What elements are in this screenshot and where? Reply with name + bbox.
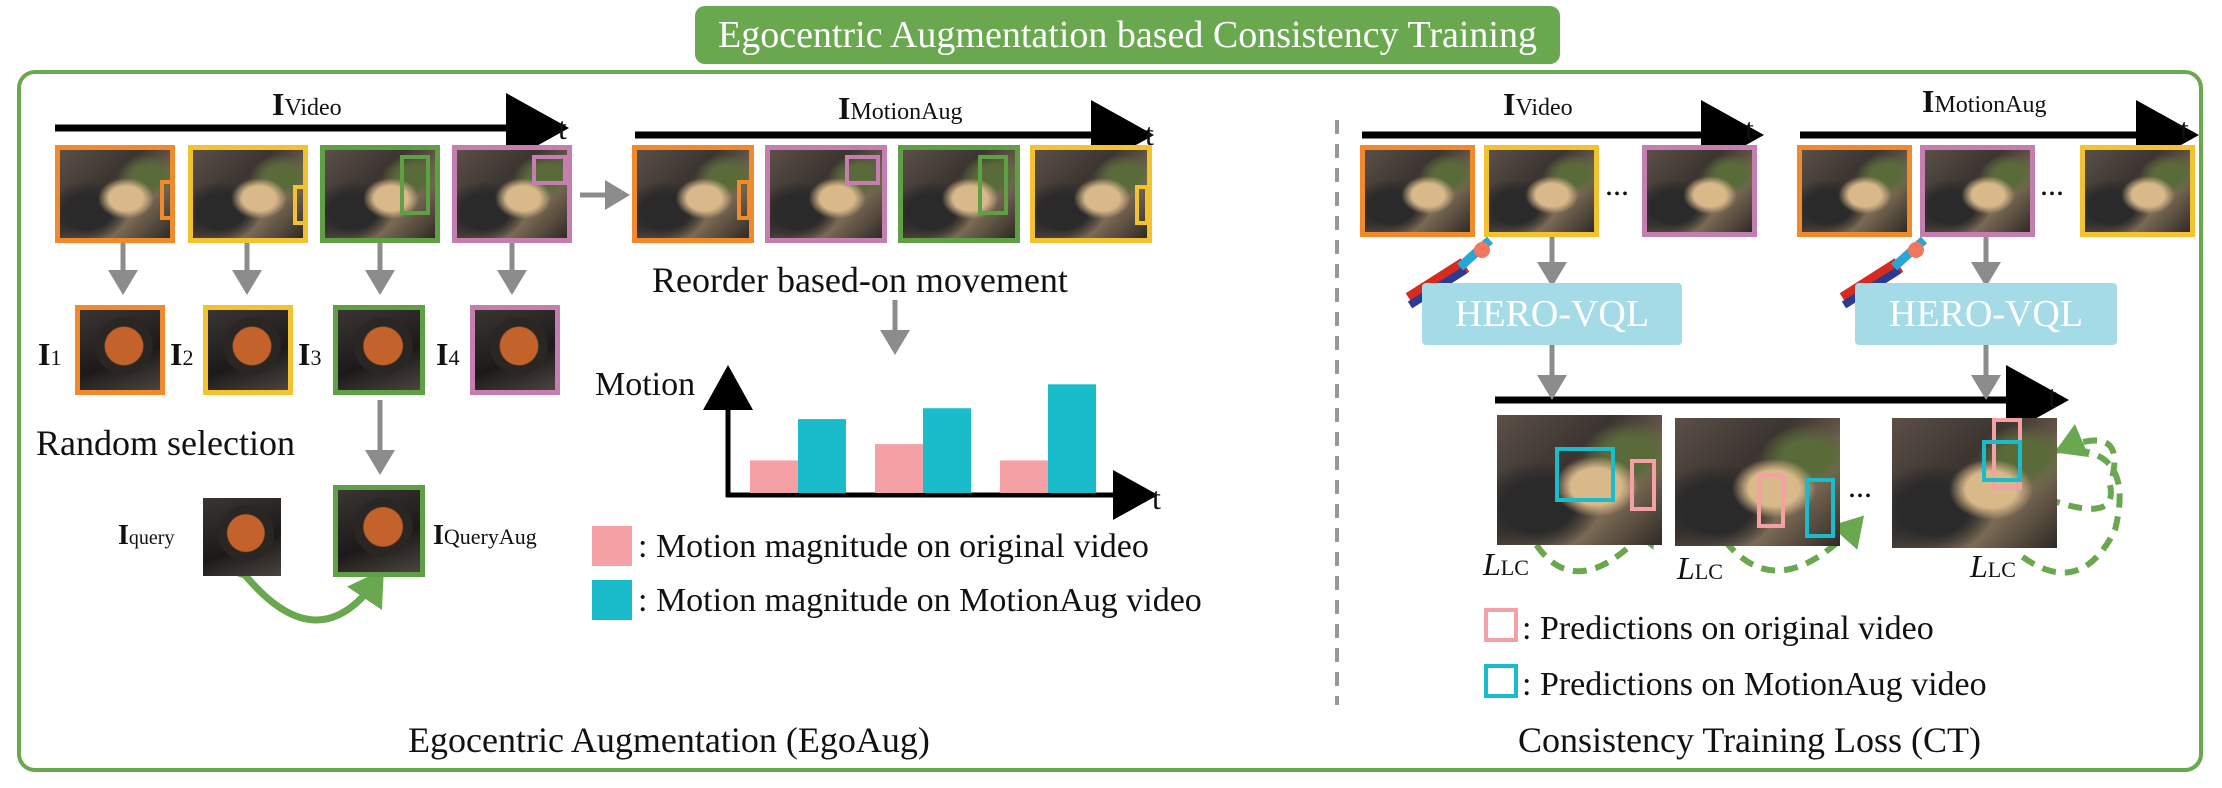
query-label: Iquery xyxy=(118,520,175,551)
ellipsis: ... xyxy=(1848,468,1872,504)
loss-label-1: LLC xyxy=(1483,546,1529,582)
t-label: t xyxy=(558,110,567,146)
chart-ylabel: Motion xyxy=(595,366,696,403)
robot-arm-icon xyxy=(1405,236,1494,309)
motionaug-label: IMotionAug xyxy=(838,90,963,126)
queryaug-image xyxy=(333,485,425,577)
reorder-text: Reorder based-on movement xyxy=(652,260,1068,300)
right-motionaug-label: IMotionAug xyxy=(1922,83,2047,119)
ellipsis: ... xyxy=(1605,166,1629,202)
random-selection-text: Random selection xyxy=(36,423,295,463)
t-label: t xyxy=(2048,378,2057,414)
t-label: t xyxy=(1145,116,1154,152)
legend-pred-motionaug-text: : Predictions on MotionAug video xyxy=(1522,666,1987,703)
motionaug-frame-2 xyxy=(765,145,887,243)
right-motionaug-frame-3 xyxy=(2080,145,2195,237)
legend-motionaug-text: : Motion magnitude on MotionAug video xyxy=(638,582,1202,619)
bar-original-1 xyxy=(750,460,798,493)
legend-pred-original-text: : Predictions on original video xyxy=(1522,610,1934,647)
crop-4 xyxy=(470,305,560,395)
ct-caption: Consistency Training Loss (CT) xyxy=(1518,720,1982,760)
ellipsis: ... xyxy=(2040,166,2064,202)
crop-2 xyxy=(203,305,293,395)
title-banner: Egocentric Augmentation based Consistenc… xyxy=(695,6,1560,64)
legend-pred-motionaug-swatch xyxy=(1484,664,1518,698)
prediction-frame-3 xyxy=(1892,418,2057,548)
crop-label-2: I2 xyxy=(170,336,194,372)
hero-vql-module-2: HERO-VQL xyxy=(1855,283,2117,345)
video-label: IVideo xyxy=(272,86,342,122)
chart-bars xyxy=(750,384,1096,493)
motionaug-frame-3 xyxy=(898,145,1020,243)
bar-original-3 xyxy=(1000,460,1048,493)
video-frame-1 xyxy=(55,145,175,243)
query-consistency-arrow xyxy=(210,540,384,624)
diagram-title: Egocentric Augmentation based Consistenc… xyxy=(717,14,1537,56)
video-frame-2 xyxy=(188,145,308,243)
legend-motionaug-swatch xyxy=(592,580,632,620)
bar-original-2 xyxy=(875,444,923,493)
bar-motionaug-1 xyxy=(798,419,846,493)
crop-1 xyxy=(75,305,165,395)
legend-pred-original-swatch xyxy=(1484,608,1518,642)
prediction-frame-2 xyxy=(1675,418,1840,546)
right-video-frame-1 xyxy=(1360,145,1475,237)
right-video-frame-2 xyxy=(1484,145,1599,237)
right-video-label: IVideo xyxy=(1503,86,1573,122)
motionaug-frame-4 xyxy=(1030,145,1152,243)
crop-label-3: I3 xyxy=(298,336,322,372)
queryaug-label: IQueryAug xyxy=(433,520,537,551)
loss-loop-3b xyxy=(2018,447,2123,576)
t-label: t xyxy=(2180,111,2189,147)
bar-motionaug-2 xyxy=(923,408,971,493)
t-label: t xyxy=(1745,111,1754,147)
crop-3 xyxy=(333,305,425,395)
bar-motionaug-3 xyxy=(1048,384,1096,493)
crop-label-1: I1 xyxy=(38,336,62,372)
prediction-frame-1 xyxy=(1497,415,1662,545)
query-image xyxy=(203,498,281,576)
right-video-frame-3 xyxy=(1642,145,1757,237)
egoaug-caption: Egocentric Augmentation (EgoAug) xyxy=(408,720,930,760)
legend-original-swatch xyxy=(592,526,632,566)
outer-frame xyxy=(17,70,2203,772)
hero-vql-module-1: HERO-VQL xyxy=(1422,283,1682,345)
loss-label-2: LLC xyxy=(1677,550,1723,586)
right-motionaug-frame-2 xyxy=(1920,145,2035,237)
legend-original-text: : Motion magnitude on original video xyxy=(638,528,1149,565)
video-frame-4 xyxy=(452,145,572,243)
crop-label-4: I4 xyxy=(436,336,460,372)
right-motionaug-frame-1 xyxy=(1797,145,1912,237)
motionaug-frame-1 xyxy=(632,145,754,243)
chart-xlabel: t xyxy=(1152,480,1161,516)
video-frame-3 xyxy=(320,145,440,243)
loss-loop-3 xyxy=(2023,424,2118,512)
loss-label-3: LLC xyxy=(1970,548,2016,584)
